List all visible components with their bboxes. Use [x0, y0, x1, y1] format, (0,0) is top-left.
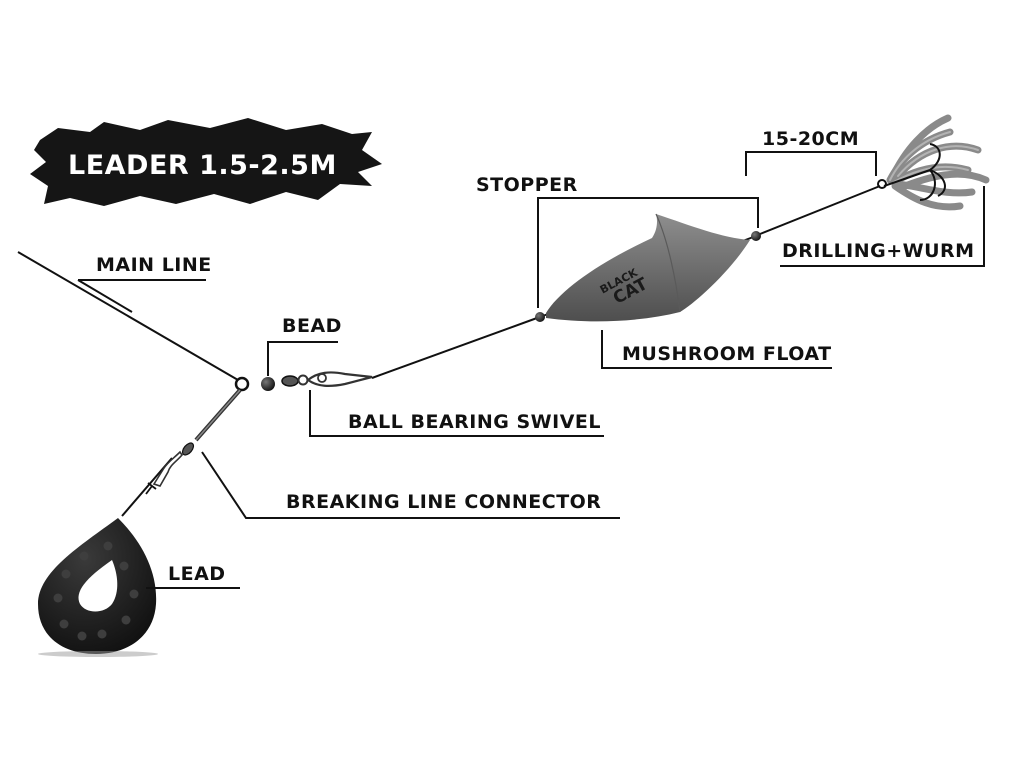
stopper-bead-right [751, 231, 761, 241]
banner-background [30, 118, 382, 206]
label-stopper: STOPPER [476, 174, 578, 196]
connector-tube-highlight [195, 389, 241, 441]
swivel-eye [297, 374, 309, 386]
label-bead: BEAD [282, 315, 342, 337]
callout-distance [745, 151, 877, 176]
label-main-line: MAIN LINE [96, 254, 212, 276]
breaking-line-connector [145, 388, 242, 495]
label-mushroom-float: MUSHROOM FLOAT [622, 343, 832, 365]
banner-text: LEADER 1.5-2.5M [68, 150, 337, 181]
lead-shadow [38, 651, 158, 657]
bead [261, 377, 275, 391]
label-distance: 15-20CM [762, 128, 859, 150]
label-breaking-line-connector: BREAKING LINE CONNECTOR [286, 491, 601, 513]
worm-bundle-highlight [889, 131, 979, 183]
callout-drilling-wurm [780, 186, 985, 267]
snap-clip [306, 371, 373, 387]
swivel-ring [234, 376, 250, 392]
float-body [546, 214, 750, 322]
label-drilling-wurm: DRILLING+WURM [782, 240, 975, 262]
main-line-segment [17, 251, 239, 381]
swivel-barrel [281, 375, 299, 387]
leader-banner: LEADER 1.5-2.5M [30, 118, 382, 206]
stopper-bead-left [535, 312, 545, 322]
leader-line-segment [371, 317, 538, 379]
lead-weight [38, 518, 158, 657]
callout-stopper [537, 197, 759, 308]
labels: MAIN LINE BEAD BALL BEARING SWIVEL BREAK… [96, 128, 975, 585]
lead-hole [78, 560, 118, 612]
hook-eye [877, 179, 887, 189]
connector-knot [145, 482, 157, 495]
float-cap-edge [655, 213, 681, 313]
lead-studs [53, 541, 139, 641]
label-lead: LEAD [168, 563, 226, 585]
callout-ball-bearing-swivel [309, 390, 604, 437]
label-ball-bearing-swivel: BALL BEARING SWIVEL [348, 411, 601, 433]
treble-hook-icon [883, 143, 946, 201]
connector-snap [152, 450, 184, 487]
ball-bearing-swivel [234, 371, 373, 392]
hook-line-segment [759, 185, 881, 235]
drilling-hook-worms [877, 114, 990, 211]
mushroom-float: BLACK CAT [535, 213, 761, 322]
callout-bead [267, 341, 338, 376]
snap-loop [317, 373, 327, 383]
callout-lines [77, 151, 985, 589]
callout-mushroom-float [601, 330, 832, 369]
callout-breaking-line-connector [201, 451, 620, 519]
connector-swivel [181, 442, 195, 456]
